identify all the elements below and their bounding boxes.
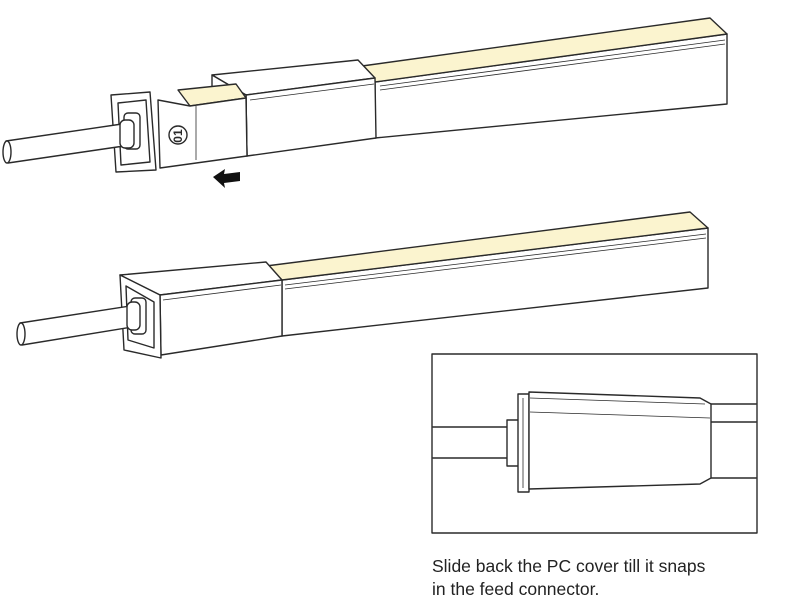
feed-connector-upper <box>157 83 248 169</box>
step-2-cover-closed <box>16 211 709 359</box>
endcap-marking-circle <box>168 125 188 145</box>
feed-cable-lower <box>16 301 141 346</box>
inset-end-cap <box>517 393 530 493</box>
feed-cable-upper <box>2 119 135 164</box>
slide-direction-arrow-icon <box>213 169 240 188</box>
instruction-caption: Slide back the PC cover till it snaps in… <box>432 555 772 601</box>
step-1-cover-open <box>2 17 728 188</box>
inset-cable-gland <box>506 419 520 467</box>
led-profile-body-lower <box>265 211 709 337</box>
caption-line-2: in the feed connector. <box>432 579 600 599</box>
inset-pc-cover <box>528 391 712 490</box>
detail-inset <box>431 353 758 534</box>
endcap-marking-text: 01 <box>171 129 185 143</box>
connector-side <box>157 97 248 169</box>
led-profile-body-upper <box>361 17 728 139</box>
profile-groove-line <box>379 39 726 87</box>
caption-line-1: Slide back the PC cover till it snaps <box>432 556 706 576</box>
profile-groove-line-2 <box>379 43 726 91</box>
cable-body <box>5 123 125 164</box>
